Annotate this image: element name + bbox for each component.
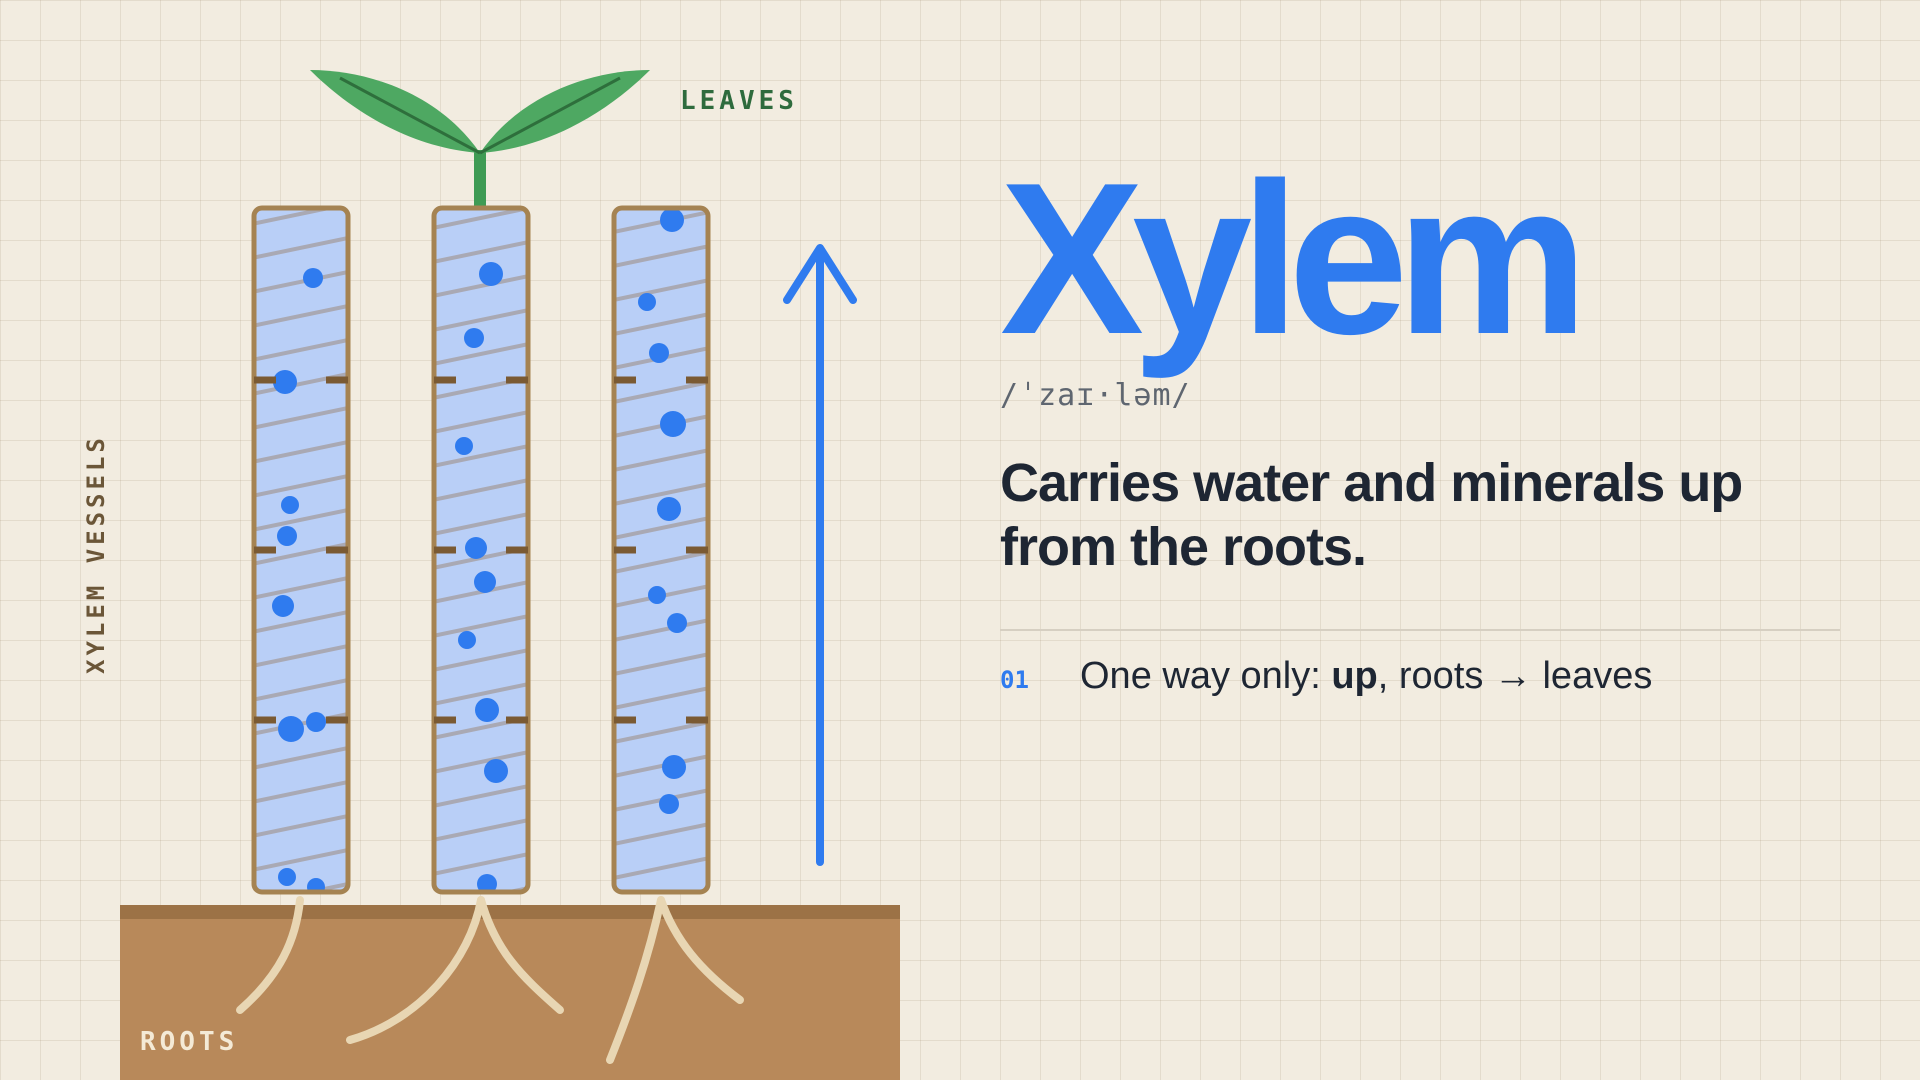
water-particle: [477, 874, 497, 892]
water-particle: [649, 343, 669, 363]
vessel-joints: [434, 376, 528, 724]
water-particle: [278, 716, 304, 742]
water-particle: [660, 411, 686, 437]
xylem-vessel: [611, 205, 711, 895]
water-particle: [277, 526, 297, 546]
key-point-tail: , roots → leaves: [1377, 655, 1653, 697]
vessel-joints: [254, 376, 348, 724]
water-particles: [455, 262, 508, 892]
water-particle: [657, 497, 681, 521]
roots-label: ROOTS: [140, 1027, 238, 1057]
water-particle: [474, 571, 496, 593]
water-particle: [659, 794, 679, 814]
xylem-vessel: [431, 205, 531, 895]
root-strand: [657, 896, 744, 1004]
water-particle: [648, 586, 666, 604]
water-particle: [667, 613, 687, 633]
key-point: 01 One way only: up, roots → leaves: [1000, 655, 1840, 698]
xylem-vessels-label: XYLEM VESSELS: [82, 434, 110, 674]
water-particle: [660, 208, 684, 232]
water-particle: [455, 437, 473, 455]
leaf-left: [310, 70, 480, 153]
definition-panel: Xylem /ˈzaɪ·ləm/ Carries water and miner…: [1000, 150, 1840, 698]
water-particle: [278, 868, 296, 886]
water-particle: [458, 631, 476, 649]
root-strand: [236, 896, 304, 1014]
water-particle: [475, 698, 499, 722]
xylem-vessel: [251, 205, 351, 895]
key-point-number: 01: [1000, 666, 1029, 694]
root-strand: [346, 896, 485, 1044]
vessel-joints: [614, 376, 708, 724]
water-particle: [464, 328, 484, 348]
pronunciation: /ˈzaɪ·ləm/: [1000, 378, 1191, 413]
water-particle: [479, 262, 503, 286]
root-strand: [606, 896, 665, 1064]
leaves-label: LEAVES: [680, 86, 798, 116]
flow-arrow: [783, 244, 857, 866]
soil-surface: [120, 905, 900, 919]
water-particle: [638, 293, 656, 311]
water-particle: [281, 496, 299, 514]
water-particle: [272, 595, 294, 617]
leaf-right: [480, 70, 650, 153]
seedling: [310, 70, 650, 210]
water-particles: [272, 268, 326, 892]
water-particle: [273, 370, 297, 394]
water-particle: [303, 268, 323, 288]
leaf-vein: [339, 76, 481, 155]
water-particle: [484, 759, 508, 783]
water-particle: [662, 755, 686, 779]
water-particle: [306, 712, 326, 732]
key-point-lead: One way only:: [1080, 655, 1332, 697]
soil-layer: [120, 905, 900, 1080]
key-point-emphasis: up: [1331, 655, 1378, 697]
stem: [474, 150, 486, 210]
soil: [120, 905, 900, 1080]
term-title: Xylem: [1000, 137, 1588, 379]
divider: [1000, 629, 1840, 631]
root-strand: [477, 896, 564, 1014]
key-point-text: One way only: up, roots → leaves: [1080, 655, 1652, 698]
root-system: [236, 896, 744, 1064]
flow-arrow-head: [783, 244, 857, 304]
water-particle: [465, 537, 487, 559]
leaf-vein: [479, 76, 621, 155]
water-particles: [638, 208, 687, 814]
xylem-diagram: LEAVES XYLEM VESSELS ROOTS: [82, 70, 900, 1080]
definition-text: Carries water and minerals up from the r…: [1000, 453, 1743, 577]
